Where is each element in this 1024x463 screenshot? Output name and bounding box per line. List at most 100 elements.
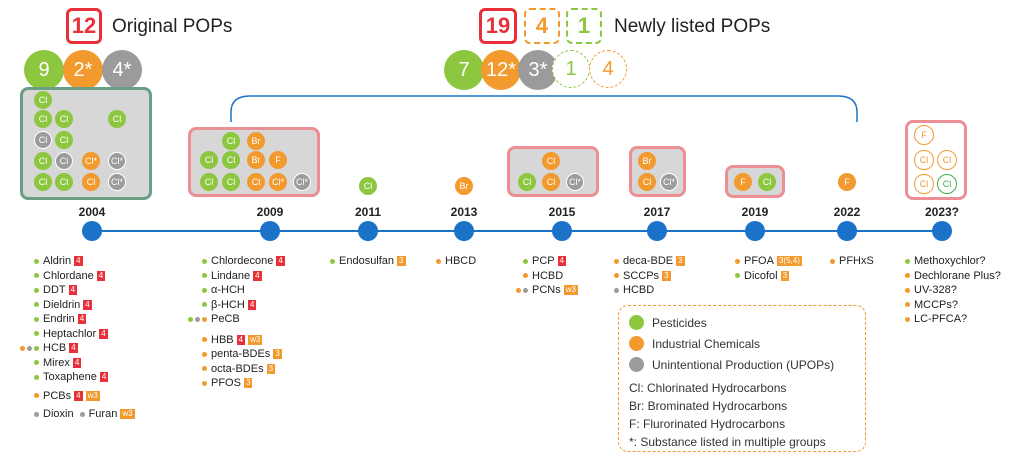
category-dot xyxy=(20,345,25,351)
newly-pesticide-count-circle: 7 xyxy=(444,50,484,90)
category-dots xyxy=(202,302,207,308)
substance-name: UV-328? xyxy=(914,284,957,297)
molecule-2015-2: Cl xyxy=(542,173,560,191)
substance-name: DDT xyxy=(43,284,66,297)
newly-pending-pesticide-circle: 1 xyxy=(552,50,590,88)
bracket-path xyxy=(230,95,858,122)
category-dots xyxy=(34,360,39,366)
legend-industrial-label: Industrial Chemicals xyxy=(652,336,761,351)
timeline-dot-2 xyxy=(358,221,378,241)
group-box-2017 xyxy=(629,146,686,197)
listing-tag: 4 xyxy=(99,328,108,339)
original-pesticide-count: 9 xyxy=(38,58,50,81)
original-upop-count: 4* xyxy=(112,58,132,81)
listing-tag: 4 xyxy=(72,357,82,368)
category-dot xyxy=(614,273,619,279)
molecule-2009-3: Cl xyxy=(222,151,240,169)
molecule-2011-0: Cl xyxy=(359,177,377,195)
newly-pending-industrial-circle: 4 xyxy=(589,50,627,88)
category-dots xyxy=(436,258,441,264)
molecule-2015-1: Cl xyxy=(518,173,536,191)
newly-pending-industrial-circle-count: 4 xyxy=(602,57,614,80)
substance-name: Chlordecone xyxy=(211,255,274,268)
category-dot xyxy=(34,360,39,366)
category-dot xyxy=(830,258,835,264)
timeline-dot-8 xyxy=(932,221,952,241)
list-item: HCBD xyxy=(523,269,578,284)
listing-tag: w3 xyxy=(85,390,100,401)
category-dot xyxy=(523,273,528,279)
molecule-2009-9: Cl* xyxy=(269,173,287,191)
category-dot xyxy=(79,411,85,417)
category-dots xyxy=(34,287,39,293)
substance-name: HCBD xyxy=(532,269,564,282)
substance-name: HBB xyxy=(211,333,234,346)
substance-name: PFOA xyxy=(744,255,774,268)
molecule-2004-7: Cl xyxy=(108,110,126,128)
molecule-2013-0: Br xyxy=(455,177,473,195)
molecule-2009-6: Cl xyxy=(200,173,218,191)
list-item: UV-328? xyxy=(905,283,1001,298)
substance-name: PeCB xyxy=(211,313,240,326)
list-item: HCBD xyxy=(614,283,685,298)
substance-name: α-HCH xyxy=(211,284,245,297)
molecule-2009-0: Cl xyxy=(222,132,240,150)
molecule-2004-6: Cl xyxy=(55,152,73,170)
legend-star: *: Substance listed in multiple groups xyxy=(629,435,826,449)
year-label-8: 2023? xyxy=(924,205,960,219)
year-label-2: 2011 xyxy=(354,205,382,219)
substance-name: Lindane xyxy=(211,269,251,282)
listing-tag: 4 xyxy=(96,270,106,281)
category-dots xyxy=(34,273,39,279)
category-dot xyxy=(202,380,207,386)
legend-pesticides: Pesticides xyxy=(629,312,855,333)
substance-name: PCP xyxy=(532,255,555,268)
category-dot xyxy=(202,258,207,264)
substance-name: Furan xyxy=(88,408,118,421)
molecule-2004-9: Cl* xyxy=(108,152,126,170)
category-dot xyxy=(202,337,207,343)
listing-tag: 3(5,4) xyxy=(776,256,802,267)
category-dots xyxy=(905,287,910,293)
molecule-2009-5: F xyxy=(269,151,287,169)
category-dots xyxy=(202,366,207,372)
year-label-3: 2013 xyxy=(450,205,478,219)
year-label-4: 2015 xyxy=(548,205,576,219)
substance-name: Methoxychlor? xyxy=(914,255,986,268)
substance-name: Mirex xyxy=(43,356,70,369)
newly-pops-count: 19 xyxy=(485,13,511,38)
substance-name: penta-BDEs xyxy=(211,348,271,361)
listing-tag: w3 xyxy=(563,285,578,296)
category-dot xyxy=(905,273,910,279)
list-item: Methoxychlor? xyxy=(905,254,1001,269)
substance-name: Toxaphene xyxy=(43,371,97,384)
category-dot xyxy=(614,258,619,264)
category-dot xyxy=(202,316,207,322)
category-dots xyxy=(905,302,910,308)
category-dot xyxy=(34,331,39,337)
molecule-2009-8: Cl xyxy=(247,173,265,191)
category-dot xyxy=(34,287,39,293)
category-dot xyxy=(34,374,39,380)
category-dots xyxy=(79,411,85,417)
molecule-2022-0: F xyxy=(838,173,856,191)
listing-tag: 3 xyxy=(676,256,685,267)
list-item: LC-PFCA? xyxy=(905,312,1001,327)
molecule-2004-11: Cl xyxy=(55,173,73,191)
legend-upops: Unintentional Production (UPOPs) xyxy=(629,354,855,375)
molecule-2023-3: Cl xyxy=(914,174,934,194)
newly-industrial-count-circle: 12* xyxy=(481,50,521,90)
original-upop-count-circle: 4* xyxy=(102,50,142,90)
category-dot xyxy=(735,273,740,279)
upop-swatch xyxy=(629,357,644,372)
listing-tag: 4 xyxy=(236,334,246,345)
year-label-6: 2019 xyxy=(741,205,769,219)
